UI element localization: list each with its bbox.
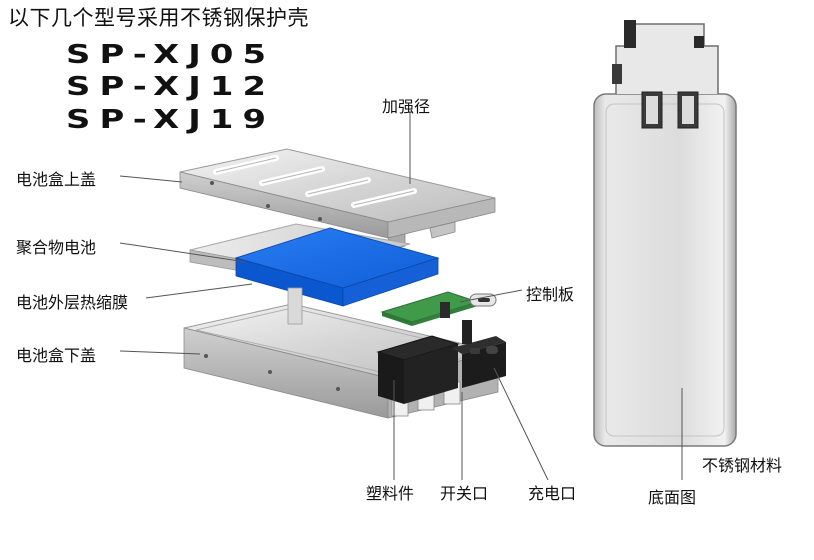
top-cover — [179, 148, 496, 250]
label-plastic-part: 塑料件 — [366, 484, 415, 503]
label-reinforcement: 加强径 — [382, 97, 431, 116]
label-shrink-film: 电池外层热缩膜 — [16, 293, 129, 312]
headline: 以下几个型号采用不锈钢保护壳 — [8, 6, 309, 30]
leader-lines — [119, 112, 683, 481]
label-control-board: 控制板 — [526, 285, 575, 304]
model-number: SP-XJ19 — [66, 105, 276, 135]
label-charge-port: 充电口 — [528, 484, 577, 503]
label-bottom-cover: 电池盒下盖 — [16, 346, 97, 365]
plastic-bracket — [376, 320, 506, 404]
label-bottom-view: 底面图 — [648, 488, 697, 507]
label-stainless-material: 不锈钢材料 — [702, 456, 783, 475]
model-number: SP-XJ12 — [66, 72, 276, 102]
label-polymer-cell: 聚合物电池 — [16, 238, 97, 257]
label-top-cover: 电池盒上盖 — [16, 170, 97, 189]
label-switch-port: 开关口 — [440, 484, 489, 503]
control-board — [380, 291, 497, 326]
model-number: SP-XJ05 — [66, 40, 276, 70]
bottom-plate-view — [593, 20, 737, 447]
battery-cell — [189, 223, 440, 307]
